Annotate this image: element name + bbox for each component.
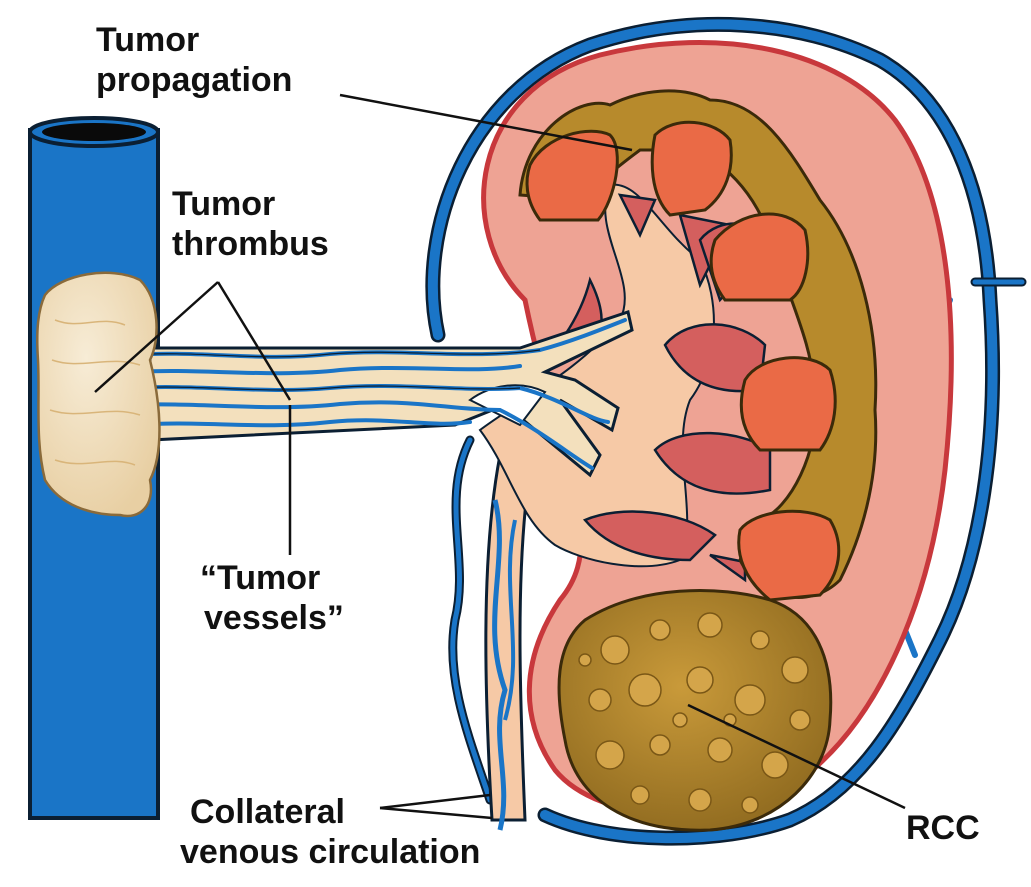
label-tumor-propagation-line2: propagation — [96, 60, 292, 100]
label-tumor-thrombus-line1: Tumor — [172, 184, 329, 224]
label-tumor-vessels-line1: “Tumor — [200, 558, 344, 598]
label-rcc: RCC — [906, 808, 980, 848]
label-tumor-thrombus-line2: thrombus — [172, 224, 329, 264]
label-collateral-line2: venous circulation — [180, 832, 480, 872]
label-tumor-propagation-line1: Tumor — [96, 20, 292, 60]
rcc-tumor — [559, 590, 831, 830]
label-tumor-vessels: “Tumor vessels” — [200, 558, 344, 638]
label-collateral-line1: Collateral — [180, 792, 480, 832]
label-tumor-vessels-line2: vessels” — [200, 598, 344, 638]
label-tumor-thrombus: Tumor thrombus — [172, 184, 329, 264]
label-tumor-propagation: Tumor propagation — [96, 20, 292, 100]
label-collateral-circulation: Collateral venous circulation — [180, 792, 480, 872]
caval-thrombus — [37, 273, 159, 516]
ureter — [486, 455, 530, 830]
